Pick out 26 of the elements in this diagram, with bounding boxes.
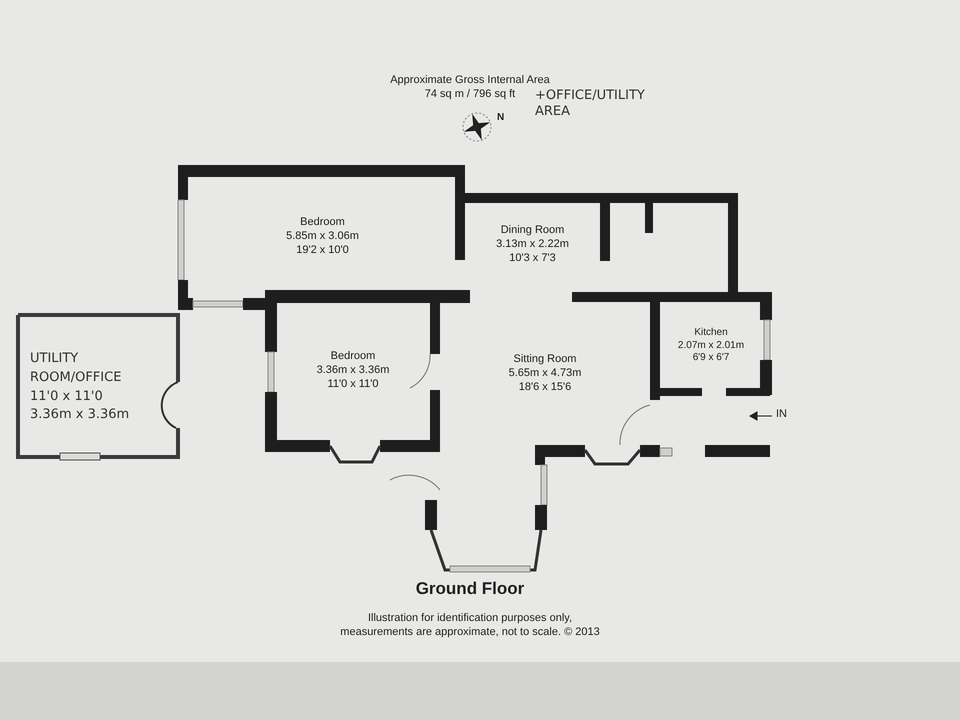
plan-title: Approximate Gross Internal Area bbox=[390, 74, 550, 86]
disclaimer-text: measurements are approximate, not to scale. © 2013 bbox=[340, 626, 600, 638]
room-dimensions: 10'3 x 7'3 bbox=[509, 252, 556, 266]
room-name: UTILITY ROOM/OFFICE bbox=[30, 350, 122, 387]
room-dimensions: 3.13m x 2.22m bbox=[496, 238, 569, 252]
room-dimensions: 5.65m x 4.73m bbox=[508, 367, 582, 381]
disclaimer-text: Illustration for identification purposes only, bbox=[368, 612, 572, 624]
room-dimensions: 2.07m x 2.01m bbox=[678, 340, 744, 352]
room-name: Dining Room bbox=[500, 224, 564, 238]
north-label: N bbox=[497, 112, 504, 123]
room-dimensions: 6'9 x 6'7 bbox=[692, 352, 730, 365]
room-name: Sitting Room bbox=[514, 353, 576, 368]
entrance-label: IN bbox=[776, 408, 787, 420]
room-name: Kitchen bbox=[694, 327, 728, 340]
room-dimensions: 3.36m x 3.36m bbox=[30, 406, 130, 424]
room-dimensions: 11'0 x 11'0 bbox=[328, 378, 378, 392]
room-name: Bedroom bbox=[330, 350, 376, 364]
room-dimensions: 18'6 x 15'6 bbox=[518, 380, 572, 395]
room-dimensions: 5.85m x 3.06m bbox=[286, 230, 359, 244]
handwritten-note: +OFFICE/UTILITY AREA bbox=[535, 88, 646, 120]
room-dimensions: 11'0 x 11'0 bbox=[30, 388, 103, 406]
room-name: Bedroom bbox=[300, 216, 345, 230]
room-dimensions: 19'2 x 10'0 bbox=[296, 244, 349, 258]
room-dimensions: 3.36m x 3.36m bbox=[316, 364, 390, 378]
floor-title: Ground Floor bbox=[416, 579, 524, 599]
area-text: 74 sq m / 796 sq ft bbox=[424, 88, 516, 100]
